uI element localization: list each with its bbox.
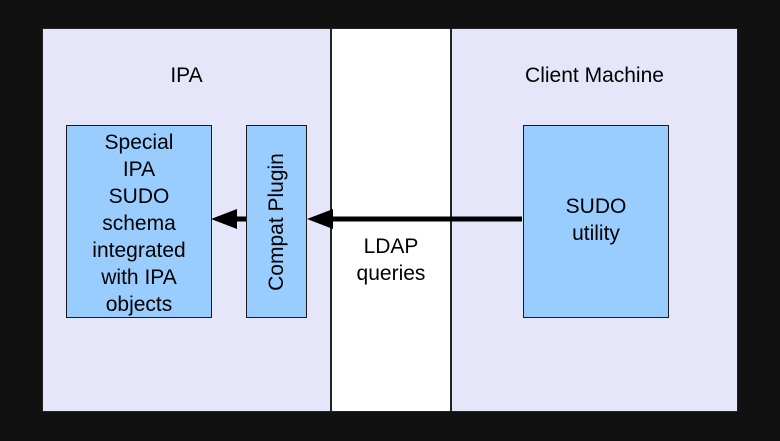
ldap-label-line: LDAP (363, 235, 419, 258)
schema-line: Special (104, 131, 174, 154)
ipa-sudo-schema-box: Special IPA SUDO schema integrated with … (66, 125, 212, 318)
ldap-label-line: queries (356, 262, 426, 285)
ldap-queries-label: LDAP queries (332, 233, 450, 287)
schema-line: IPA (122, 158, 156, 181)
schema-line: schema (102, 212, 176, 235)
schema-line: with IPA (101, 266, 177, 289)
ldap-query-arrow (307, 209, 522, 229)
ipa-region: IPA Special IPA SUDO schema integrated w… (42, 28, 331, 412)
sudo-utility-box: SUDO utility (523, 125, 669, 318)
sudo-line: utility (572, 222, 620, 245)
sudo-line: SUDO (565, 195, 627, 218)
ipa-title: IPA (170, 64, 203, 87)
schema-line: SUDO (108, 185, 170, 208)
plugin-to-schema-arrow (211, 209, 246, 229)
client-machine-title: Client Machine (525, 64, 664, 87)
schema-line: objects (105, 293, 173, 316)
compat-plugin-box: Compat Plugin (246, 125, 307, 318)
schema-line: integrated (92, 239, 186, 262)
